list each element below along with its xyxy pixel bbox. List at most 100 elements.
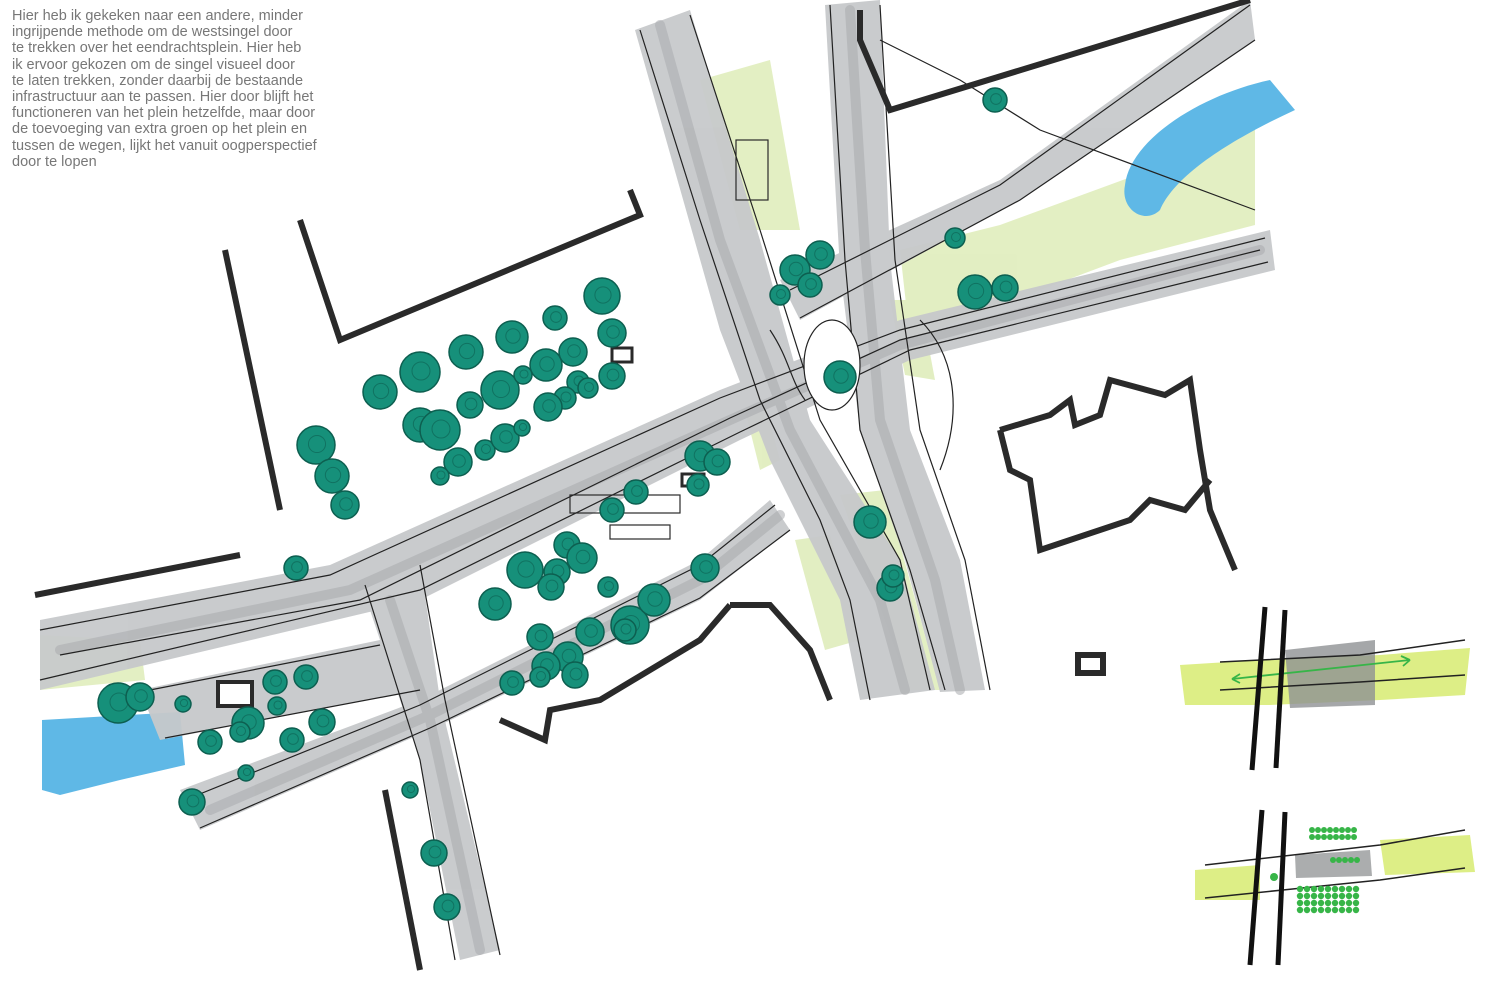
building-east-block: [999, 375, 1238, 572]
inset-tree-dot: [1309, 834, 1315, 840]
tree-canopy-detail: [606, 325, 620, 339]
tree-canopy: [703, 448, 731, 476]
tree-canopy: [478, 587, 512, 621]
tree-canopy-detail: [534, 629, 548, 643]
tree-canopy-detail: [607, 503, 619, 515]
inset-tree-dot: [1354, 857, 1360, 863]
tree-canopy-detail: [236, 726, 246, 736]
building-south-corner: [730, 602, 833, 702]
tree-canopy: [401, 781, 419, 799]
inset-tree-dot: [1338, 885, 1346, 893]
road-north-east: [780, 0, 1255, 320]
inset-tree-dot: [1309, 827, 1315, 833]
inset-tree-dot: [1331, 906, 1339, 914]
tree-canopy-detail: [814, 247, 828, 261]
tree-canopy-detail: [999, 280, 1013, 294]
tree-canopy-detail: [186, 794, 200, 808]
tree-canopy: [296, 425, 336, 465]
tree-canopy-detail: [134, 689, 148, 703]
tree-canopy: [267, 696, 287, 716]
tree-canopy: [229, 721, 251, 743]
tree-canopy: [558, 337, 588, 367]
building-west-bottom: [34, 552, 241, 598]
tree-canopy-detail: [788, 261, 804, 277]
grass-north: [700, 60, 800, 230]
inset-tree-dot: [1331, 899, 1339, 907]
tree-canopy: [613, 618, 637, 642]
inset-tree-dot: [1296, 899, 1304, 907]
tree-canopy: [448, 334, 484, 370]
small-structures: [216, 139, 769, 708]
tree-canopy: [823, 360, 857, 394]
tree-canopy-detail: [776, 289, 786, 299]
tree-canopy-detail: [693, 478, 705, 490]
tree-canopy: [566, 542, 598, 574]
tree-canopy: [433, 893, 461, 921]
tree-canopy-detail: [631, 485, 643, 497]
tree-canopy-detail: [270, 675, 282, 687]
inset-tree-dot: [1303, 899, 1311, 907]
tree-canopy: [474, 439, 496, 461]
inset-tree-dot: [1345, 892, 1353, 900]
tree-canopy-detail: [291, 561, 303, 573]
inset-tree-dot: [1348, 857, 1354, 863]
inset-tree-dot: [1324, 906, 1332, 914]
inset-tree-dot: [1310, 899, 1318, 907]
inset-tree-dot: [1317, 885, 1325, 893]
tree-canopy: [561, 661, 589, 689]
tree-canopy: [420, 839, 448, 867]
tree-canopy-detail: [967, 282, 985, 300]
tree-canopy-detail: [519, 369, 529, 379]
tree-canopy: [314, 458, 350, 494]
tree-canopy: [583, 277, 621, 315]
road-edges: [39, 4, 1269, 961]
tree-canopy-detail: [620, 623, 632, 635]
tree-canopy-detail: [372, 382, 390, 400]
tree-canopy: [686, 473, 710, 497]
tree-canopy-detail: [324, 466, 342, 484]
inset-tree-dot: [1352, 892, 1360, 900]
tree-canopy: [769, 284, 791, 306]
tree-canopy-detail: [307, 434, 327, 454]
tree-canopy: [495, 320, 529, 354]
annotation-line: infrastructuur aan te passen. Hier door …: [12, 89, 314, 106]
inset-tree-dot: [1330, 857, 1336, 863]
tree-canopy: [690, 553, 720, 583]
tree-canopy-detail: [464, 397, 478, 411]
tree-canopy: [490, 423, 520, 453]
tree-canopy-detail: [594, 286, 612, 304]
inset-tree-dot: [1296, 892, 1304, 900]
tree-canopy-detail: [458, 342, 476, 360]
tree-canopy-detail: [990, 93, 1002, 105]
tree-canopy-detail: [431, 419, 451, 439]
inset-tree-dot: [1339, 827, 1345, 833]
tree-canopy: [283, 555, 309, 581]
tree-canopy: [499, 670, 525, 696]
building-east-block-lower: [997, 429, 1213, 554]
inset-tree-dot: [1324, 899, 1332, 907]
annotation-line: tussen de wegen, lijkt het vanuit oogper…: [12, 137, 317, 154]
tree-canopy: [430, 466, 450, 486]
tree-canopy: [597, 318, 627, 348]
inset-tree-dot: [1333, 834, 1339, 840]
tree-canopy: [881, 564, 905, 588]
inset-tree-dot: [1317, 899, 1325, 907]
canal-east: [1124, 80, 1295, 216]
tree-canopy-detail: [339, 497, 353, 511]
tree-canopy-detail: [699, 560, 713, 574]
tree-canopy: [805, 240, 835, 270]
building-west-edge: [222, 249, 283, 511]
building-outlines: [34, 0, 1251, 971]
inset-tree-dot: [1351, 834, 1357, 840]
annotation-line: te laten trekken, zonder daarbij de best…: [12, 72, 304, 89]
annotation-text: Hier heb ik gekeken naar een andere, min…: [12, 8, 372, 170]
tree-canopy-detail: [604, 581, 614, 591]
building-north-west: [297, 188, 644, 345]
tree-canopy-detail: [863, 513, 879, 529]
tree-canopy-detail: [606, 368, 620, 382]
tree-canopy-detail: [567, 344, 581, 358]
building-south-west: [382, 789, 423, 971]
road-main-diagonal: [40, 230, 1275, 690]
tree-canopy: [174, 695, 192, 713]
